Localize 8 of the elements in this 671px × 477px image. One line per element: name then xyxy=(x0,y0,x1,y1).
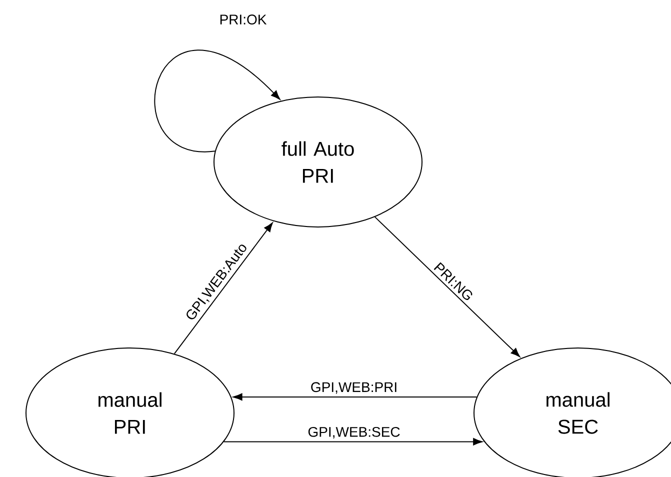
arrow xyxy=(232,393,478,401)
edge-label: PRI:OK xyxy=(220,14,267,24)
arrow xyxy=(223,438,482,446)
edge-label: GPI,WEB:SEC xyxy=(308,426,400,439)
edge-label: GPI,WEB:PRI xyxy=(311,382,396,394)
arrow xyxy=(154,50,280,152)
arrow xyxy=(174,222,273,354)
arrow xyxy=(374,216,520,358)
